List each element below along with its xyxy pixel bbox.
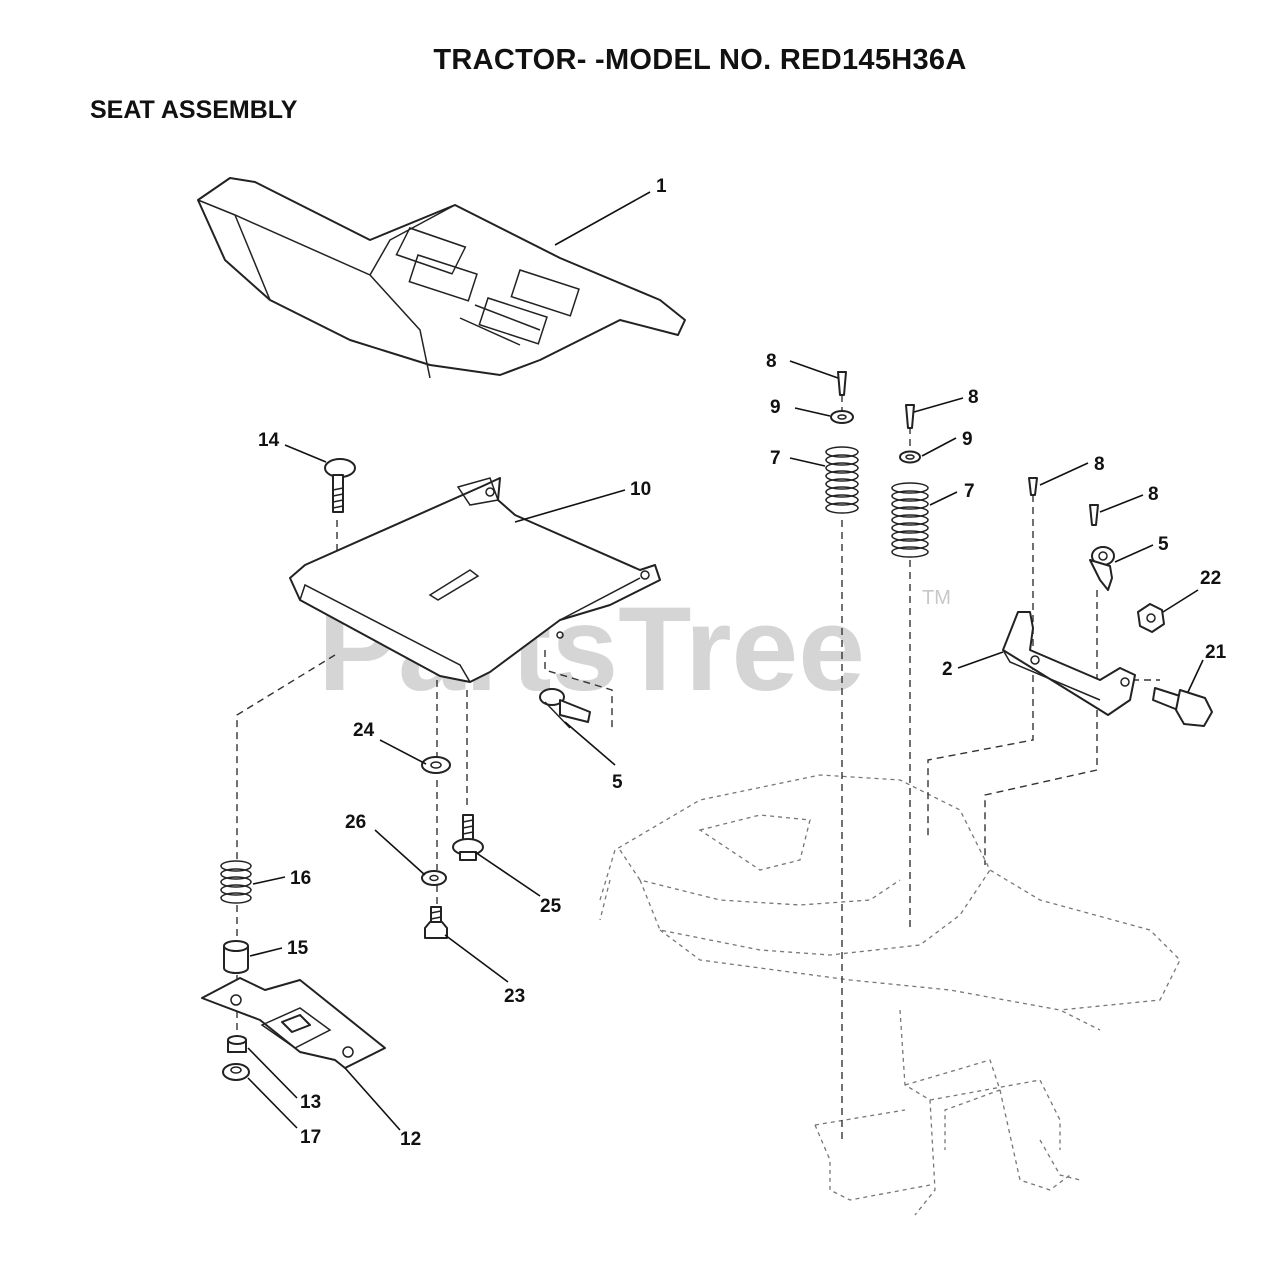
callout-7-b: 7	[964, 481, 975, 502]
callout-9-a: 9	[770, 397, 781, 418]
carriage-bolt	[324, 458, 356, 513]
watermark-tm: TM	[922, 587, 951, 609]
callout-5-left: 5	[612, 772, 623, 793]
seat-clip-left	[539, 688, 591, 729]
section-title: SEAT ASSEMBLY	[90, 96, 298, 124]
callout-13: 13	[300, 1092, 321, 1113]
diagram-title: TRACTOR- -MODEL NO. RED145H36A	[433, 44, 967, 76]
callout-21: 21	[1205, 642, 1227, 663]
washer-9-a	[830, 410, 854, 424]
spring-7-a	[825, 446, 859, 514]
seat-clip-right	[1089, 546, 1115, 591]
callout-9-b: 9	[962, 429, 973, 450]
tractor-frame-outline	[599, 774, 1181, 1216]
callout-8-a: 8	[766, 351, 777, 372]
seat	[197, 177, 686, 379]
callout-23: 23	[504, 986, 525, 1007]
nut-17	[222, 1063, 250, 1081]
callout-1: 1	[656, 176, 667, 197]
shoulder-bolt-21	[1152, 687, 1213, 727]
pin-8-a	[837, 371, 847, 396]
washer-24	[421, 756, 451, 774]
callout-25: 25	[540, 896, 562, 917]
assembly-lines	[236, 395, 1160, 1140]
shoulder-bolt-25	[452, 814, 484, 861]
callout-24: 24	[353, 720, 375, 741]
leader-lines	[247, 191, 1204, 1131]
mounting-plate-12	[201, 977, 386, 1069]
bushing-15	[223, 940, 249, 974]
callout-8-d: 8	[1148, 484, 1159, 505]
pin-8-d	[1089, 504, 1099, 526]
callout-7-a: 7	[770, 448, 781, 469]
callout-14: 14	[258, 430, 280, 451]
callout-15: 15	[287, 938, 309, 959]
washer-9-b	[899, 450, 921, 464]
callout-8-c: 8	[1094, 454, 1105, 475]
callout-22: 22	[1200, 568, 1221, 589]
spring-16	[220, 860, 252, 904]
washer-26	[421, 870, 447, 886]
pin-8-b	[905, 404, 915, 429]
hex-nut-22	[1137, 603, 1165, 633]
callout-10: 10	[630, 479, 651, 500]
pin-8-c	[1028, 477, 1038, 496]
spring-7-b	[891, 482, 929, 558]
spacer-13	[227, 1035, 247, 1053]
seat-pan	[289, 477, 661, 683]
callout-2: 2	[942, 659, 953, 680]
seat-bracket-2	[1002, 611, 1136, 716]
callout-26: 26	[345, 812, 366, 833]
callout-8-b: 8	[968, 387, 979, 408]
callout-5-right: 5	[1158, 534, 1169, 555]
callout-12: 12	[400, 1129, 421, 1150]
bolt-23	[424, 906, 448, 939]
callout-16: 16	[290, 868, 311, 889]
callout-17: 17	[300, 1127, 321, 1148]
callout-numbers: 1 14 10 5 24 26 25 23 16 15 13 17 12 8 9…	[258, 176, 1227, 1150]
